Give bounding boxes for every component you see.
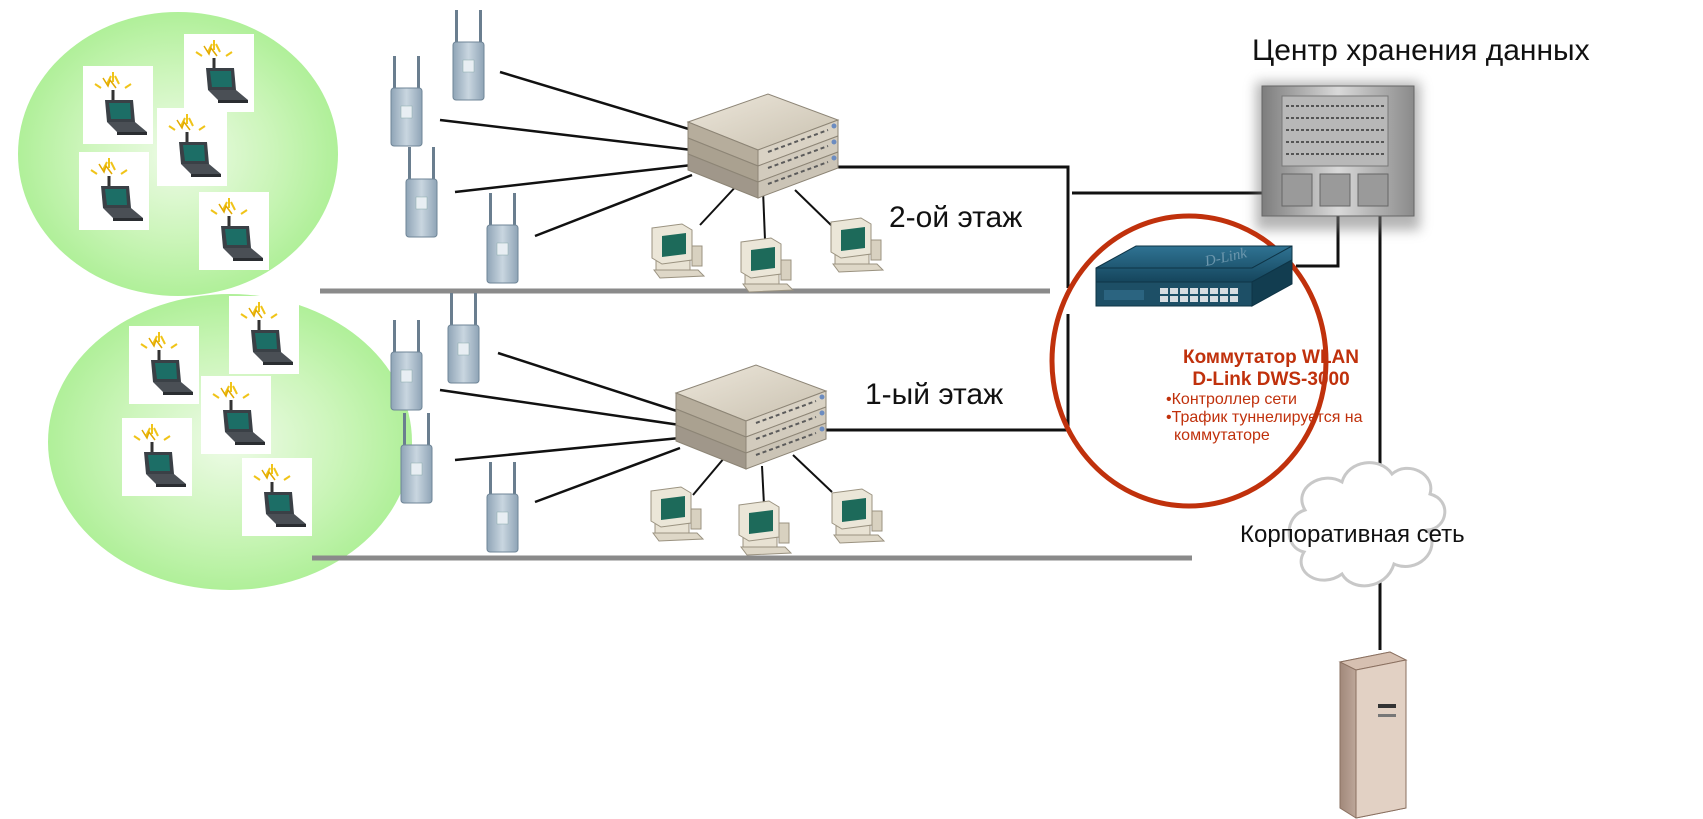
access-point-icon xyxy=(400,412,433,504)
floor2-pc-links xyxy=(699,181,833,241)
floor1-ap-links xyxy=(439,351,681,504)
access-point-icon xyxy=(390,319,423,411)
floor1-pc-links xyxy=(692,454,833,506)
access-point-icon xyxy=(390,55,423,147)
laptop-icon xyxy=(77,150,151,232)
wlan-switch-bullet-traffic: •Трафик туннелируется на xyxy=(1166,409,1363,426)
floor1-label: 1-ый этаж xyxy=(865,378,1004,411)
laptop-icon xyxy=(81,64,155,146)
wlan-switch-caption: Коммутатор WLAN D-Link DWS-3000 •Контрол… xyxy=(1166,347,1426,445)
wlan-switch-bullet-traffic-cont: коммутаторе xyxy=(1174,427,1270,444)
access-point-icon xyxy=(486,461,519,553)
wlan-switch-title-line2: D-Link DWS-3000 xyxy=(1192,369,1350,390)
tower-server-icon xyxy=(1338,651,1408,819)
desktop-pc-icon xyxy=(830,217,884,273)
desktop-pc-icon xyxy=(831,488,885,544)
laptop-icon xyxy=(127,324,201,406)
rack-server-icon xyxy=(1256,82,1420,230)
access-point-icon xyxy=(486,192,519,284)
laptop-icon xyxy=(120,416,194,498)
desktop-pc-icon xyxy=(650,486,704,542)
wlan-switch-highlight xyxy=(1049,213,1329,509)
laptop-icon xyxy=(197,190,271,272)
datacenter-title: Центр хранения данных xyxy=(1252,34,1590,67)
wlan-switch-bullet-controller: •Контроллер сети xyxy=(1166,391,1297,408)
wlan-switch-icon: D-Link xyxy=(1095,245,1293,307)
laptop-icon xyxy=(199,374,273,456)
laptop-icon xyxy=(182,32,256,114)
floor2-ap-links xyxy=(439,70,693,238)
cloud-icon xyxy=(1287,461,1447,588)
access-point-icon xyxy=(405,146,438,238)
stack-switch-icon xyxy=(675,364,827,470)
access-point-icon xyxy=(452,9,485,101)
desktop-pc-icon xyxy=(651,223,705,279)
floor2-label: 2-ой этаж xyxy=(889,201,1023,234)
laptop-icon xyxy=(240,456,314,538)
laptop-icon xyxy=(227,294,301,376)
corporate-network-label: Корпоративная сеть xyxy=(1240,521,1465,548)
stack-switch-icon xyxy=(687,93,839,199)
desktop-pc-icon xyxy=(738,500,792,556)
access-point-icon xyxy=(447,292,480,384)
wlan-switch-title-line1: Коммутатор WLAN xyxy=(1182,347,1359,368)
desktop-pc-icon xyxy=(740,237,794,293)
laptop-icon xyxy=(155,106,229,188)
